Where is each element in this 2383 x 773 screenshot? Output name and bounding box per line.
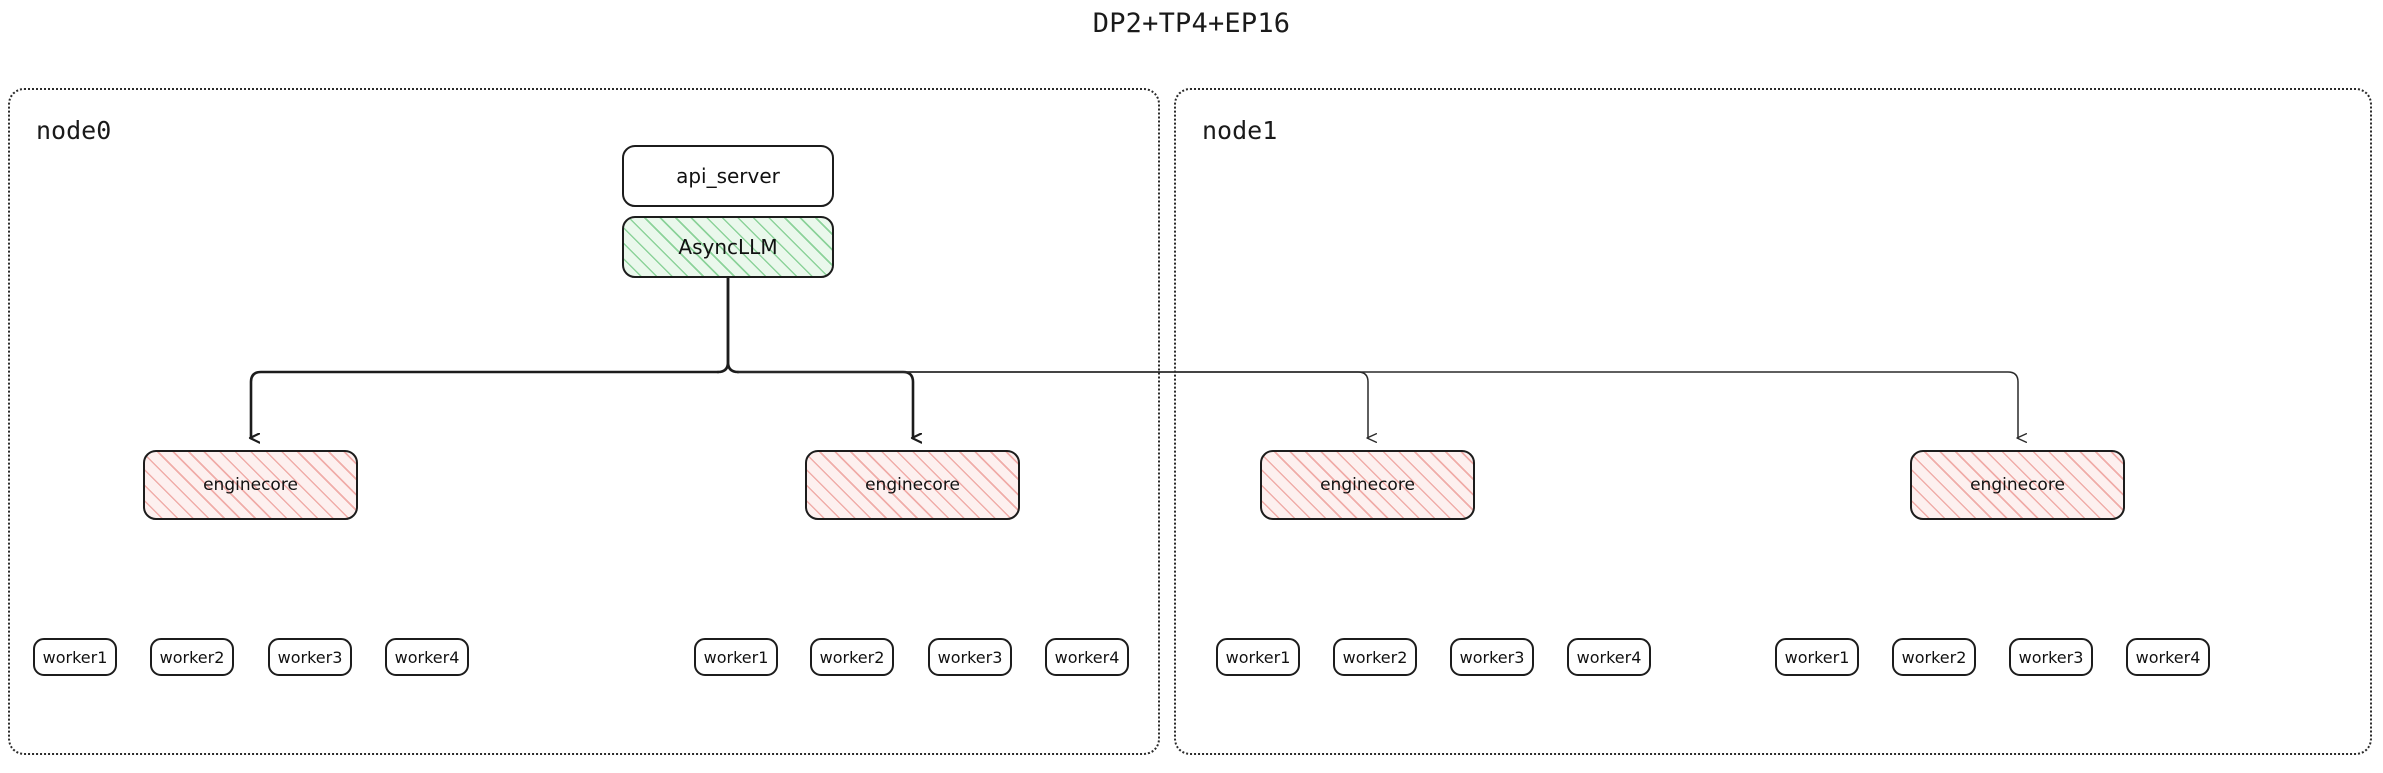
worker-box[interactable]: worker1	[1216, 638, 1300, 676]
worker-box[interactable]: worker3	[1450, 638, 1534, 676]
worker-box[interactable]: worker3	[268, 638, 352, 676]
worker-box[interactable]: worker2	[1333, 638, 1417, 676]
enginecore-box[interactable]: enginecore	[1260, 450, 1475, 520]
worker-label: worker4	[1054, 647, 1120, 667]
worker-box[interactable]: worker1	[694, 638, 778, 676]
async-llm-box[interactable]: AsyncLLM	[622, 216, 834, 278]
worker-box[interactable]: worker2	[1892, 638, 1976, 676]
worker-label: worker1	[703, 647, 769, 667]
node-group-node0[interactable]: node0	[8, 88, 1160, 755]
worker-box[interactable]: worker4	[2126, 638, 2210, 676]
worker-box[interactable]: worker2	[150, 638, 234, 676]
enginecore-label: enginecore	[865, 475, 960, 495]
enginecore-label: enginecore	[1320, 475, 1415, 495]
worker-box[interactable]: worker4	[385, 638, 469, 676]
worker-label: worker3	[2018, 647, 2084, 667]
worker-label: worker3	[937, 647, 1003, 667]
node-label-node0: node0	[36, 116, 112, 145]
enginecore-box[interactable]: enginecore	[143, 450, 358, 520]
worker-label: worker3	[277, 647, 343, 667]
worker-label: worker1	[1225, 647, 1291, 667]
worker-label: worker1	[42, 647, 108, 667]
enginecore-box[interactable]: enginecore	[1910, 450, 2125, 520]
worker-label: worker2	[159, 647, 225, 667]
node-label-node1: node1	[1202, 116, 1278, 145]
enginecore-label: enginecore	[1970, 475, 2065, 495]
worker-label: worker4	[2135, 647, 2201, 667]
page-title: DP2+TP4+EP16	[1092, 8, 1291, 39]
worker-box[interactable]: worker3	[2009, 638, 2093, 676]
enginecore-box[interactable]: enginecore	[805, 450, 1020, 520]
worker-box[interactable]: worker1	[1775, 638, 1859, 676]
worker-box[interactable]: worker4	[1567, 638, 1651, 676]
worker-box[interactable]: worker3	[928, 638, 1012, 676]
worker-box[interactable]: worker1	[33, 638, 117, 676]
worker-label: worker2	[819, 647, 885, 667]
worker-label: worker2	[1901, 647, 1967, 667]
worker-label: worker2	[1342, 647, 1408, 667]
worker-label: worker4	[394, 647, 460, 667]
worker-label: worker4	[1576, 647, 1642, 667]
api-server-box[interactable]: api_server	[622, 145, 834, 207]
async-llm-label: AsyncLLM	[678, 235, 778, 259]
enginecore-label: enginecore	[203, 475, 298, 495]
api-server-label: api_server	[676, 164, 780, 188]
worker-label: worker3	[1459, 647, 1525, 667]
node-group-node1[interactable]: node1	[1174, 88, 2372, 755]
worker-box[interactable]: worker4	[1045, 638, 1129, 676]
worker-label: worker1	[1784, 647, 1850, 667]
worker-box[interactable]: worker2	[810, 638, 894, 676]
